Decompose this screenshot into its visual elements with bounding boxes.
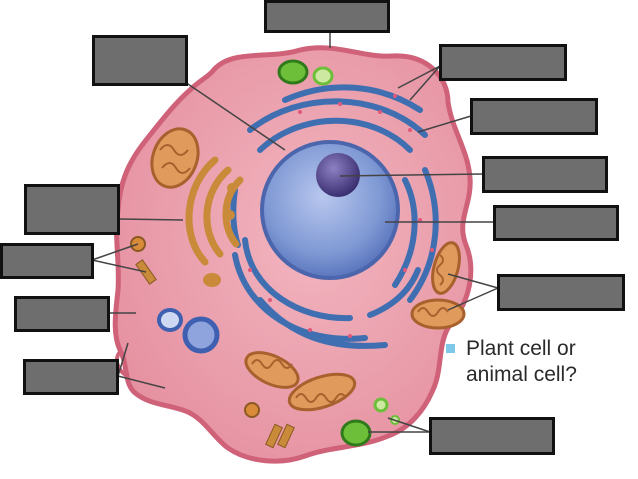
label-box-right-3: [482, 156, 608, 193]
mitochondrion-cristae: [159, 144, 191, 174]
peroxisome: [312, 66, 334, 86]
label-box-bottom-right: [429, 417, 555, 455]
mitochondrion-cristae: [417, 307, 449, 317]
label-box-left-3: [14, 296, 110, 332]
vacuole: [182, 316, 220, 354]
bullet-icon: [446, 344, 455, 353]
label-box-left-1: [24, 184, 120, 235]
peroxisome: [373, 397, 389, 413]
label-box-left-2: [0, 243, 94, 279]
mitochondrion: [410, 298, 466, 330]
mitochondrion-cristae: [295, 393, 347, 403]
label-box-upper-left: [92, 35, 188, 86]
peroxisome: [340, 419, 372, 447]
lysosome: [244, 402, 260, 418]
vesicle: [157, 308, 183, 332]
ribosome-dots: [248, 94, 434, 338]
peroxisome: [277, 59, 309, 85]
leader-lines: [91, 32, 499, 433]
question-text: Plant cell or animal cell?: [446, 336, 636, 388]
label-box-left-4: [23, 359, 119, 395]
label-box-right-1: [439, 44, 567, 81]
nucleolus: [316, 153, 360, 197]
golgi-vesicle: [225, 210, 235, 220]
mitochondrion-cristae: [436, 254, 444, 286]
mitochondrion: [287, 372, 357, 412]
mitochondrion-cristae: [251, 359, 293, 369]
question-line-1: Plant cell or: [466, 337, 576, 360]
label-box-right-2: [470, 98, 598, 135]
label-box-right-4: [493, 205, 619, 241]
golgi-vesicle: [203, 273, 221, 287]
label-box-top: [264, 0, 390, 33]
question-line-2: animal cell?: [466, 363, 577, 386]
mitochondrion: [431, 241, 461, 295]
golgi-vesicle: [227, 183, 237, 193]
label-box-right-5: [497, 274, 625, 311]
